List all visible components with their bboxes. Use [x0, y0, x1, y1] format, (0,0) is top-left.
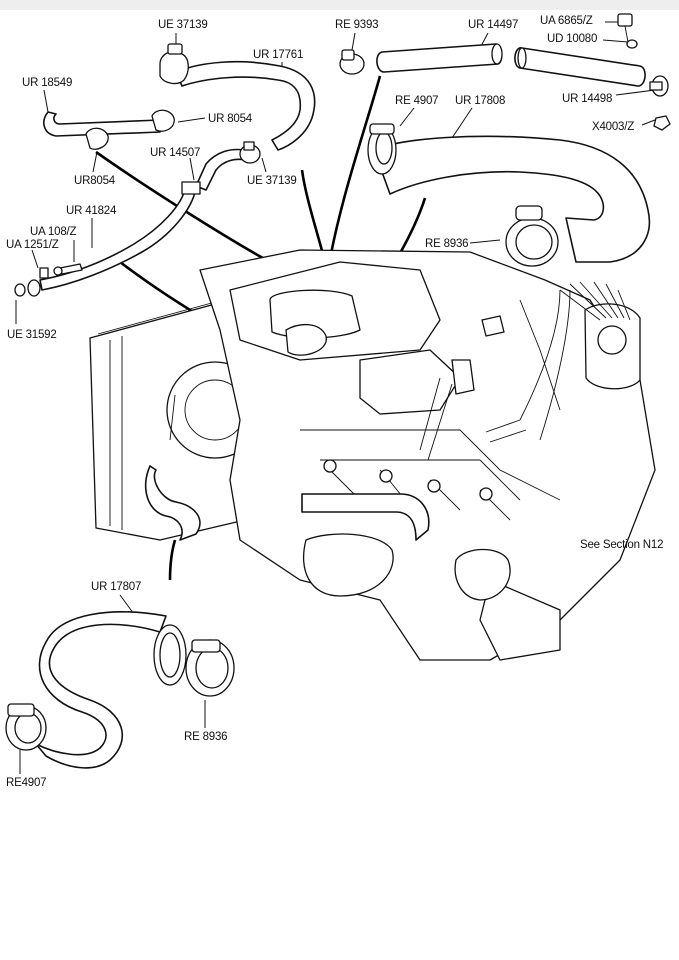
- ur41824-pipe: [39, 181, 201, 291]
- ua6865z-bolt: [617, 13, 633, 43]
- label-re8936-bottom: RE 8936: [184, 731, 227, 743]
- ue31592-washer: [14, 279, 41, 297]
- label-see-section-n12: See Section N12: [580, 539, 663, 551]
- thermostat-housing: [359, 349, 475, 461]
- ua1251z-nut: [39, 267, 49, 279]
- label-ur41824: UR 41824: [66, 205, 117, 217]
- label-ur14498: UR 14498: [562, 93, 612, 105]
- label-re4907-top: RE 4907: [395, 95, 438, 107]
- label-ue37139-mid: UE 37139: [247, 175, 297, 187]
- ur14498-clip: [649, 75, 669, 97]
- label-ur17761: UR 17761: [253, 49, 303, 61]
- label-ua1251z: UA 1251/Z: [6, 239, 59, 251]
- label-re9393: RE 9393: [335, 19, 378, 31]
- ud10080-washer: [626, 39, 638, 49]
- label-re4907-bottom: RE4907: [6, 777, 46, 789]
- label-ua108z: UA 108/Z: [30, 226, 77, 238]
- ue37139-top-clip: [159, 43, 189, 85]
- ur17761-hose: [175, 60, 316, 151]
- x4003z-nut: [653, 115, 671, 131]
- engine-block: [89, 249, 656, 661]
- ur17807-hose: [35, 611, 187, 769]
- ur8054-clips: [85, 109, 175, 150]
- label-ur18549: UR 18549: [22, 77, 72, 89]
- ur14497-hose: [376, 43, 503, 73]
- ur17808-hose: [373, 135, 651, 263]
- label-ur8054-right: UR 8054: [208, 113, 253, 125]
- label-ur17807: UR 17807: [91, 581, 141, 593]
- re4907-bottom-clip: [5, 703, 47, 751]
- ue37139-mid-clip: [239, 141, 261, 164]
- label-x4003z: X4003/Z: [592, 121, 634, 133]
- re8936-bottom-clip: [185, 639, 235, 697]
- distributor: [519, 281, 641, 441]
- label-ur17808: UR 17808: [455, 95, 505, 107]
- leader-lines: [15, 21, 661, 774]
- label-ud10080: UD 10080: [547, 33, 597, 45]
- label-ur14507: UR 14507: [150, 147, 200, 159]
- label-ur8054-left: UR8054: [74, 175, 116, 187]
- re4907-top-clip: [367, 123, 397, 175]
- label-re8936-top: RE 8936: [425, 238, 468, 250]
- re9393-clip: [339, 49, 365, 75]
- label-ue31592: UE 31592: [7, 329, 57, 341]
- label-ur14497: UR 14497: [468, 19, 518, 31]
- top-bar: [0, 0, 679, 10]
- part-labels: UE 37139 RE 9393 UR 14497 UA 6865/Z UD 1…: [6, 15, 664, 789]
- ur14507-hose: [195, 148, 247, 191]
- label-ua6865z: UA 6865/Z: [540, 15, 593, 27]
- ua108z-bolt: [53, 263, 83, 276]
- ur14498-hose: [514, 47, 646, 87]
- re8936-top-clip: [505, 205, 559, 267]
- label-ue37139-top: UE 37139: [158, 19, 208, 31]
